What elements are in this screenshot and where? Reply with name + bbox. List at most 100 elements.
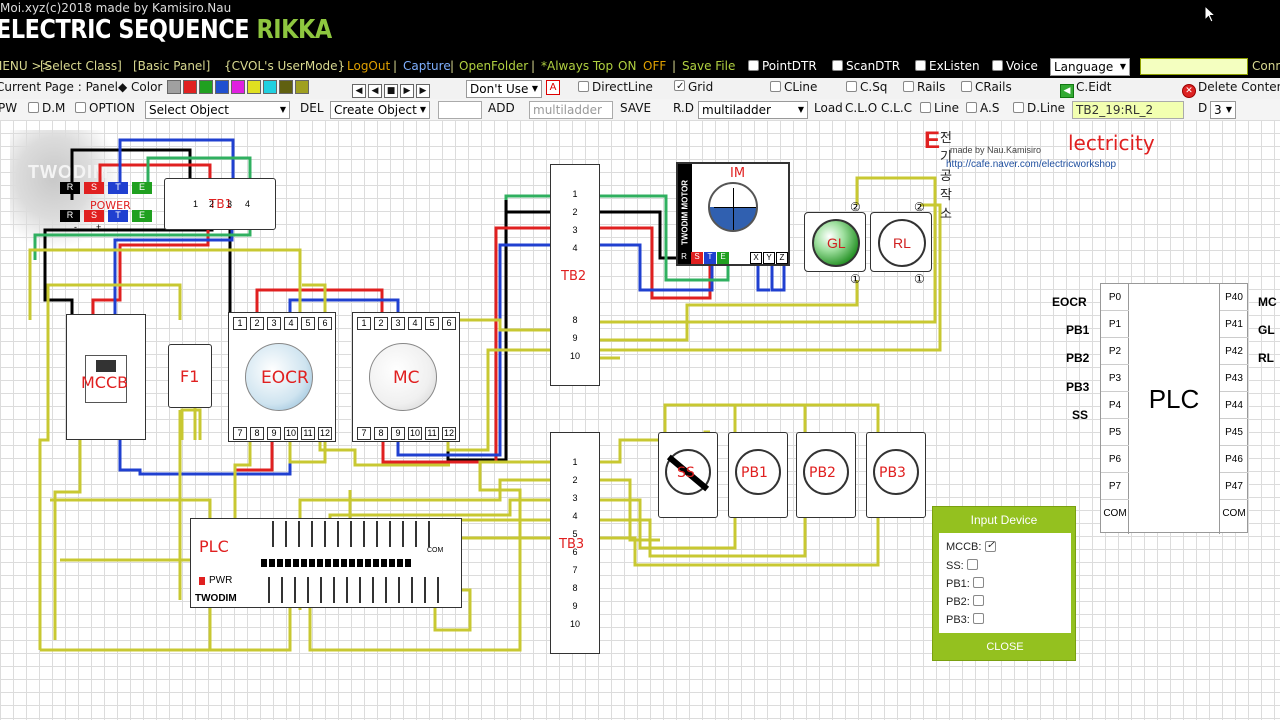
tb2-term-10[interactable]: 10 [569, 351, 580, 361]
tb3-term-9[interactable]: 9 [572, 601, 578, 611]
green-lamp-gl[interactable]: GL [804, 212, 866, 272]
mc-term[interactable]: 5 [425, 317, 439, 330]
option-checkbox[interactable]: OPTION [75, 101, 135, 115]
dm-checkbox[interactable]: D.M [28, 101, 65, 115]
ex-listen-checkbox[interactable]: ExListen [915, 59, 980, 73]
language-select[interactable]: Language [1050, 58, 1130, 76]
tb3-term-3[interactable]: 3 [572, 493, 578, 503]
tb2-term-5[interactable] [569, 257, 581, 275]
power-term-r[interactable]: R [60, 182, 80, 194]
tb3-term-7[interactable]: 7 [572, 565, 578, 575]
push-button-pb2[interactable]: PB2 [796, 432, 856, 518]
mc-term[interactable]: 3 [391, 317, 405, 330]
close-button[interactable]: CLOSE [986, 641, 1024, 653]
fast-forward-icon[interactable]: ▶ [416, 84, 430, 98]
voice-checkbox[interactable]: Voice [992, 59, 1038, 73]
dont-use-select[interactable]: Don't Use [466, 80, 542, 98]
create-object-select[interactable]: Create Object [330, 101, 430, 119]
eocr-term[interactable]: 4 [284, 317, 298, 330]
eocr-term[interactable]: 9 [267, 427, 281, 440]
color-swatch-magenta[interactable] [231, 80, 245, 94]
tb2-term-6[interactable] [569, 275, 581, 293]
input-row-pb3[interactable]: PB3: [946, 613, 987, 626]
save-button[interactable]: SAVE [620, 101, 652, 115]
load-button[interactable]: Load [814, 101, 843, 115]
tb2-term-1[interactable]: 1 [572, 189, 578, 199]
motor-term-t[interactable]: T [704, 252, 716, 264]
power-term-t[interactable]: T [108, 182, 128, 194]
cline-checkbox[interactable]: CLine [770, 80, 817, 94]
rl-term-2[interactable]: ② [914, 200, 925, 214]
logout-link[interactable]: LogOut [347, 59, 391, 73]
eocr-term[interactable]: 2 [250, 317, 264, 330]
tb3-term-4[interactable]: 4 [572, 511, 578, 521]
mc-term[interactable]: 10 [408, 427, 422, 440]
power-term-e2[interactable]: E [132, 210, 152, 222]
delete-content-button[interactable]: ✕Delete Content [1182, 80, 1280, 98]
ss-knob[interactable] [665, 449, 711, 495]
mc-term[interactable]: 6 [442, 317, 456, 330]
capture-link[interactable]: Capture [403, 59, 451, 73]
color-swatch-gray[interactable] [167, 80, 181, 94]
power-supply[interactable]: R S T E POWER R S T E - + [58, 178, 158, 232]
power-term-t2[interactable]: T [108, 210, 128, 222]
motor-term-s[interactable]: S [691, 252, 703, 264]
terminal-block-tb1[interactable]: TB1 1 2 3 4 [164, 178, 276, 230]
color-swatch-olive[interactable] [279, 80, 293, 94]
input-row-ss[interactable]: SS: [946, 559, 981, 572]
eocr-term[interactable]: 1 [233, 317, 247, 330]
pb2-checkbox[interactable] [972, 595, 984, 606]
pb2-cap[interactable] [803, 449, 849, 495]
always-top-on-button[interactable]: ON [618, 59, 637, 73]
push-button-pb1[interactable]: PB1 [728, 432, 788, 518]
color-swatch-olive-light[interactable] [295, 80, 309, 94]
red-lamp-rl[interactable]: RL [870, 212, 932, 272]
terminal-field[interactable]: TB2_19:RL_2 [1072, 101, 1184, 119]
eocr-term[interactable]: 7 [233, 427, 247, 440]
as-checkbox[interactable]: A.S [966, 101, 999, 115]
mc-term[interactable]: 4 [408, 317, 422, 330]
motor-term-y[interactable]: Y [763, 252, 775, 264]
open-folder-link[interactable]: OpenFolder [459, 59, 529, 73]
mccb-checkbox[interactable] [984, 541, 996, 552]
line-checkbox[interactable]: Line [920, 101, 959, 115]
connect-button[interactable]: Conn [1252, 59, 1280, 73]
tb2-term-4[interactable]: 4 [572, 243, 578, 253]
induction-motor[interactable]: TWODIM MOTOR IM R S T E X Y Z [676, 162, 790, 266]
rl-term-1[interactable]: ① [914, 272, 925, 286]
tb2-term-2[interactable]: 2 [572, 207, 578, 217]
pb3-cap[interactable] [873, 449, 919, 495]
mccb-breaker[interactable]: MCCB [66, 314, 146, 440]
mc-term[interactable]: 12 [442, 427, 456, 440]
menu-toggle[interactable]: MENU >> [0, 59, 52, 73]
color-swatch-green[interactable] [199, 80, 213, 94]
tb3-term-10[interactable]: 10 [569, 619, 580, 629]
color-swatch-red[interactable] [183, 80, 197, 94]
motor-term-z[interactable]: Z [776, 252, 788, 264]
grid-checkbox[interactable]: Grid [674, 80, 713, 94]
pb3-checkbox[interactable] [972, 613, 984, 624]
eocr-term[interactable]: 6 [318, 317, 332, 330]
clo-clc-button[interactable]: C.L.O C.L.C [845, 101, 913, 115]
a-button[interactable]: A [546, 80, 560, 95]
mc-term[interactable]: 8 [374, 427, 388, 440]
tb3-term-5[interactable]: 5 [572, 529, 578, 539]
connect-input[interactable] [1140, 58, 1248, 75]
select-class-link[interactable]: [Select Class] [40, 59, 122, 73]
play-back-icon[interactable]: ◀ [368, 84, 382, 98]
tb2-term-9[interactable]: 9 [572, 333, 578, 343]
d-select[interactable]: 3 [1210, 101, 1236, 119]
tb3-term-1[interactable]: 1 [572, 457, 578, 467]
direct-line-checkbox[interactable]: DirectLine [578, 80, 653, 94]
plc-device[interactable]: PLC PWR TWODIM COM [190, 518, 462, 608]
terminal-block-tb3[interactable]: TB3 1 2 3 4 5 6 7 8 9 10 [550, 432, 600, 654]
eocr-term[interactable]: 3 [267, 317, 281, 330]
tb2-term-3[interactable]: 3 [572, 225, 578, 235]
save-file-link[interactable]: Save File [682, 59, 736, 73]
ss-checkbox[interactable] [966, 559, 978, 570]
pb1-cap[interactable] [735, 449, 781, 495]
gl-term-1[interactable]: ① [850, 272, 861, 286]
always-top-off-button[interactable]: OFF [643, 59, 667, 73]
